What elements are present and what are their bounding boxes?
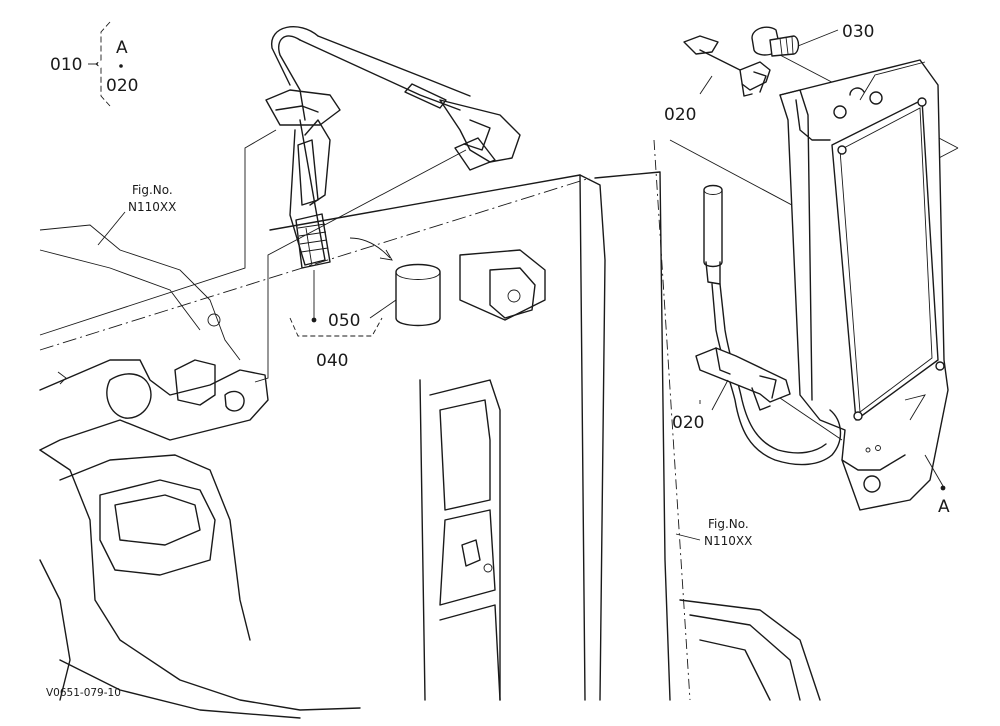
fig-ref-right-line1: Fig.No. bbox=[708, 517, 749, 531]
cap-050: 050 040 bbox=[289, 237, 441, 371]
fig-ref-right: Fig.No. N110XX bbox=[675, 517, 752, 548]
machine-body bbox=[39, 224, 361, 719]
fig-ref-left: Fig.No. N110XX bbox=[97, 183, 176, 246]
callout-050: 050 bbox=[328, 311, 360, 331]
clip-020-top: 020 bbox=[664, 35, 771, 125]
callout-group-010: 010 A 020 bbox=[50, 21, 138, 107]
sensor-cable: 020 bbox=[672, 184, 843, 466]
callout-020-top: 020 bbox=[664, 105, 696, 125]
callout-010: 010 bbox=[50, 55, 82, 75]
reference-a: A bbox=[924, 454, 950, 517]
fig-ref-right-line2: N110XX bbox=[704, 534, 752, 548]
fig-ref-left-line1: Fig.No. bbox=[132, 183, 173, 197]
callout-a: A bbox=[116, 38, 128, 58]
fig-ref-left-line2: N110XX bbox=[128, 200, 176, 214]
callout-ref-a: A bbox=[938, 497, 950, 517]
callout-040: 040 bbox=[316, 351, 348, 371]
callout-020-mid: 020 bbox=[672, 413, 704, 433]
drawing-code: V0651-079-10 bbox=[46, 687, 121, 699]
callout-030: 030 bbox=[842, 22, 874, 42]
bolt-030: 030 bbox=[751, 22, 874, 57]
bracket-plate bbox=[779, 59, 949, 511]
main-panel bbox=[269, 171, 821, 701]
callout-020-group: 020 bbox=[106, 76, 138, 96]
sensor-hose bbox=[265, 26, 521, 269]
